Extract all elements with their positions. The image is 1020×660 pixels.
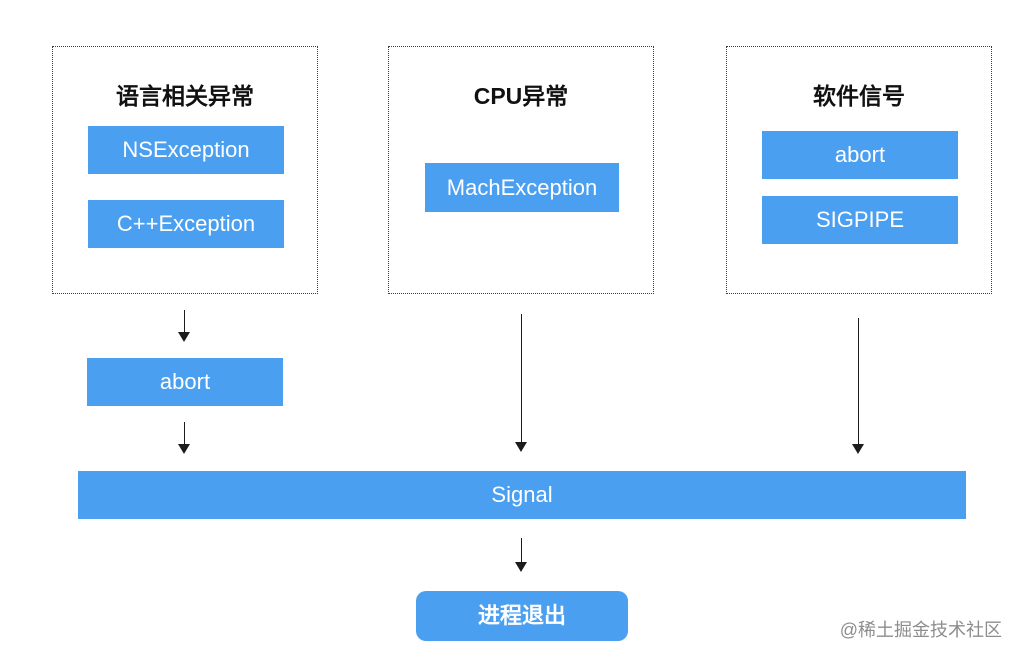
language-exception-group: 语言相关异常 NSException C++Exception <box>52 46 318 294</box>
arrow-software-to-signal <box>852 318 864 454</box>
watermark-text: @稀土掘金技术社区 <box>839 620 1002 640</box>
sigpipe-box: SIGPIPE <box>762 196 958 244</box>
arrow-language-to-abort <box>178 310 190 342</box>
arrow-signal-to-exit <box>515 538 527 572</box>
cpu-exception-group: CPU异常 MachException <box>388 46 654 294</box>
signal-bar: Signal <box>78 471 966 519</box>
machexception-box: MachException <box>425 163 619 212</box>
software-signal-group: 软件信号 abort SIGPIPE <box>726 46 992 294</box>
nsexception-box: NSException <box>88 126 284 174</box>
abort-box: abort <box>87 358 283 406</box>
language-exception-title: 语言相关异常 <box>116 83 254 109</box>
cplusplus-exception-box: C++Exception <box>88 200 284 248</box>
arrow-abort-to-signal <box>178 422 190 454</box>
software-signal-title: 软件信号 <box>813 83 905 109</box>
process-exit-box: 进程退出 <box>416 591 628 641</box>
arrow-cpu-to-signal <box>515 314 527 452</box>
cpu-exception-title: CPU异常 <box>473 83 569 109</box>
abort-signal-box: abort <box>762 131 958 179</box>
